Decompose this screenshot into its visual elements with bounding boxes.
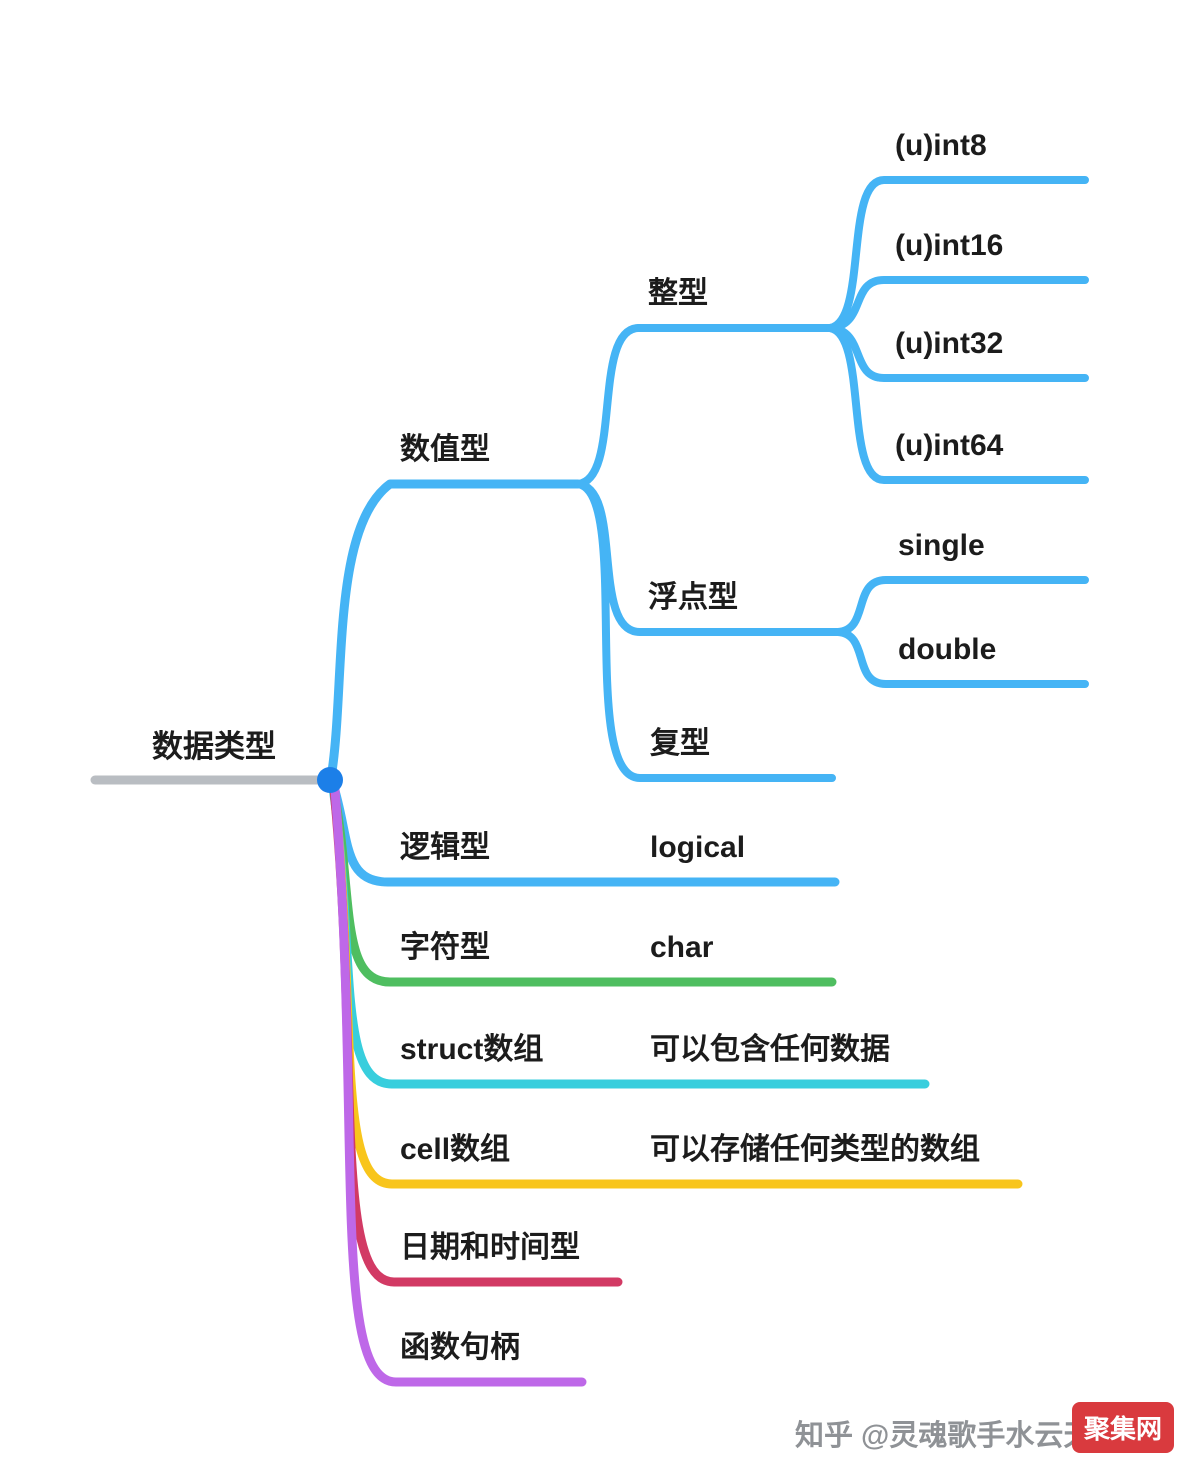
edge-uint64	[826, 324, 1089, 484]
node-uint32: (u)int32	[895, 327, 1004, 360]
node-logical-type: 逻辑型	[400, 831, 490, 864]
node-datetime: 日期和时间型	[400, 1231, 580, 1264]
edge-function-handle	[330, 785, 587, 1387]
node-cell-desc: 可以存储任何类型的数组	[650, 1133, 980, 1166]
watermark-text: 知乎 @灵魂歌手水云天	[795, 1420, 1093, 1452]
node-logical-value: logical	[650, 831, 746, 864]
node-uint8: (u)int8	[895, 129, 987, 162]
edge-double	[834, 628, 1089, 688]
root-junction-dot	[317, 767, 343, 793]
node-uint16: (u)int16	[895, 229, 1004, 262]
watermark-badge: 聚集网	[1072, 1402, 1175, 1453]
edge-complex	[574, 480, 836, 782]
node-struct-array: struct数组	[400, 1033, 544, 1066]
node-struct-desc: 可以包含任何数据	[650, 1033, 890, 1066]
node-uint64: (u)int64	[895, 429, 1004, 462]
edge-uint16	[826, 276, 1089, 332]
node-char-type: 字符型	[400, 931, 490, 964]
node-char-value: char	[650, 931, 714, 964]
edge-integer	[574, 324, 834, 488]
node-function-handle: 函数句柄	[400, 1331, 520, 1364]
node-float: 浮点型	[648, 581, 738, 614]
node-root: 数据类型	[152, 729, 276, 764]
node-complex: 复型	[650, 727, 710, 760]
edge-numeric	[326, 479, 583, 783]
node-numeric: 数值型	[400, 433, 490, 466]
edge-single	[834, 576, 1089, 636]
node-single: single	[898, 529, 985, 562]
node-integer: 整型	[648, 277, 708, 310]
edge-uint8	[826, 176, 1089, 332]
node-cell-array: cell数组	[400, 1133, 511, 1166]
node-double: double	[898, 633, 997, 666]
